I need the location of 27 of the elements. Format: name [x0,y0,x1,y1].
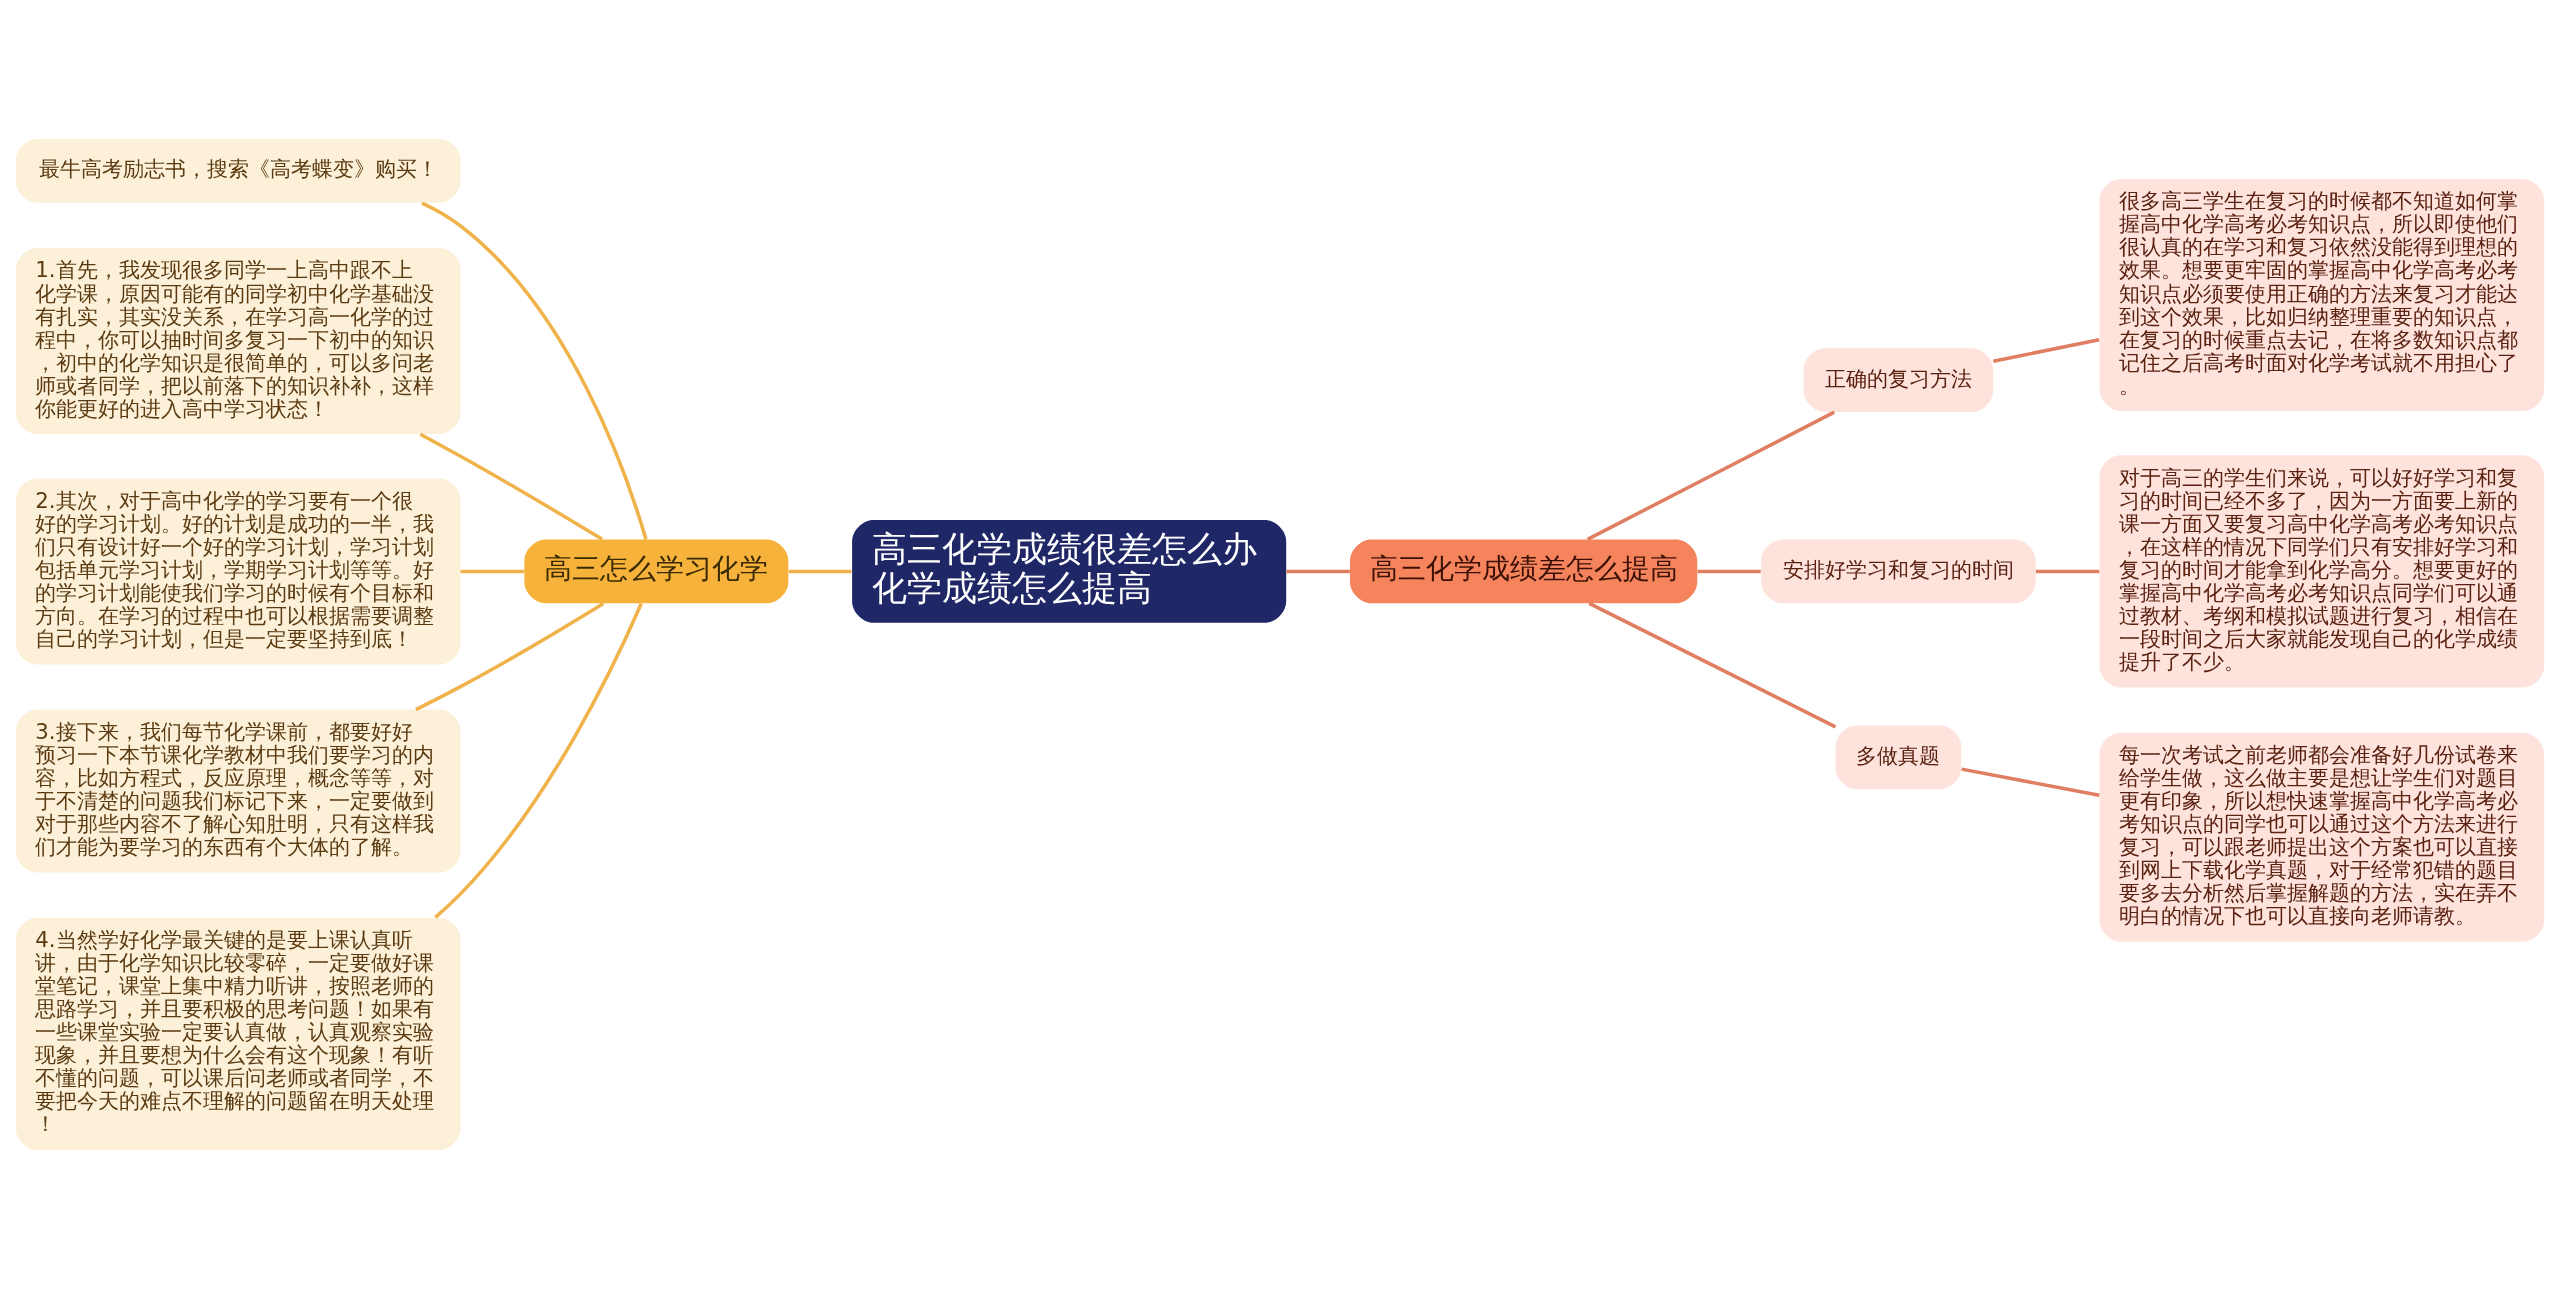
connector [460,569,525,574]
node-box: 最牛高考励志书，搜索《高考蝶变》购买！ [15,139,461,203]
node-box: 高三化学成绩差怎么提高 [1350,539,1698,604]
connector [415,602,605,712]
connector [1286,569,1350,574]
node-box: 4.当然学好化学最关键的是要上课认真听讲，由于化学知识比较零碎，一定要做好课堂笔记，课堂上集中精力听讲，按照老师的思路学习，并且要积极的思考问题！如果有一些课堂实验一定要认真做，认真观察实验现象，并且要想为什么会有这个现象！有听不懂的问题，可以课后问老师或者同学，不要把今天的难点不理解的问题留在明天处理！ [15,917,461,1150]
node-box: 正确的复习方法 [1803,348,1994,412]
connector [788,569,852,574]
node-box: 1.首先，我发现很多同学一上高中跟不上化学课，原因可能有的同学初中化学基础没有扎实，其实没关系，在学习高一化学的过程中，你可以抽时间多复习一下初中的知识，初中的化学知识是很简单的，可以多问老师或者同学，把以前落下的知识补补，这样你能更好的进入高中学习状态！ [15,248,461,435]
node-box: 高三化学成绩很差怎么办化学成绩怎么提高 [852,520,1287,623]
node-box: 每一次考试之前老师都会准备好几份试卷来给学生做，这么做主要是想让学生们对题目更有印象，所以想快速掌握高中化学高考必考知识点的同学也可以通过这个方法来进行复习，可以跟老师提出这个方案也可以直接到网上下载化学真题，对于经常犯错的题目要多去分析然后掌握解题的方法，实在弄不明白的情况下也可以直接向老师请教。 [2099,732,2545,942]
node-box: 很多高三学生在复习的时候都不知道如何掌握高中化学高考必考知识点，所以即使他们很认真的在学习和复习依然没能得到理想的效果。想要更牢固的掌握高中化学高考必考知识点必须要使用正确的方法来复习才能达到这个效果，比如归纳整理重要的知识点，在复习的时候重点去记，在将多数知识点都记住之后高考时面对化学考试就不用担心了。 [2099,178,2545,412]
node-box: 安排好学习和复习的时间 [1761,539,2036,604]
connector [1993,338,2100,363]
connector [434,602,643,919]
connector [1586,410,1836,541]
node-box: 3.接下来，我们每节化学课前，都要好好预习一下本节课化学教材中我们要学习的内容，比如方程式，反应原理，概念等等，对于不清楚的问题我们标记下来，一定要做到对于那些内容不了解心知肚明，只有这样我们才能为要学习的东西有个大体的了解。 [15,709,461,873]
connector [2035,569,2100,574]
node-box: 2.其次，对于高中化学的学习要有一个很好的学习计划。好的计划是成功的一半，我们只有设计好一个好的学习计划，学习计划包括单元学习计划，学期学习计划等等。好的学习计划能使我们学习的时候有个目标和方向。在学习的过程中也可以根据需要调整自己的学习计划，但是一定要坚持到底！ [15,478,461,665]
node-box: 对于高三的学生们来说，可以好好学习和复习的时间已经不多了，因为一方面要上新的课一方面又要复习高中化学高考必考知识点，在这样的情况下同学们只有安排好学习和复习的时间才能拿到化学高分。想要更好的掌握高中化学高考必考知识点同学们可以通过教材、考纲和模拟试题进行复习，相信在一段时间之后大家就能发现自己的化学成绩提升了不少。 [2099,455,2545,688]
connector [419,432,604,541]
connector [1697,569,1761,574]
connector [421,201,648,540]
connector [1588,601,1837,729]
connector [1961,767,2100,797]
node-box: 多做真题 [1835,725,1962,790]
node-box: 高三怎么学习化学 [524,539,789,604]
